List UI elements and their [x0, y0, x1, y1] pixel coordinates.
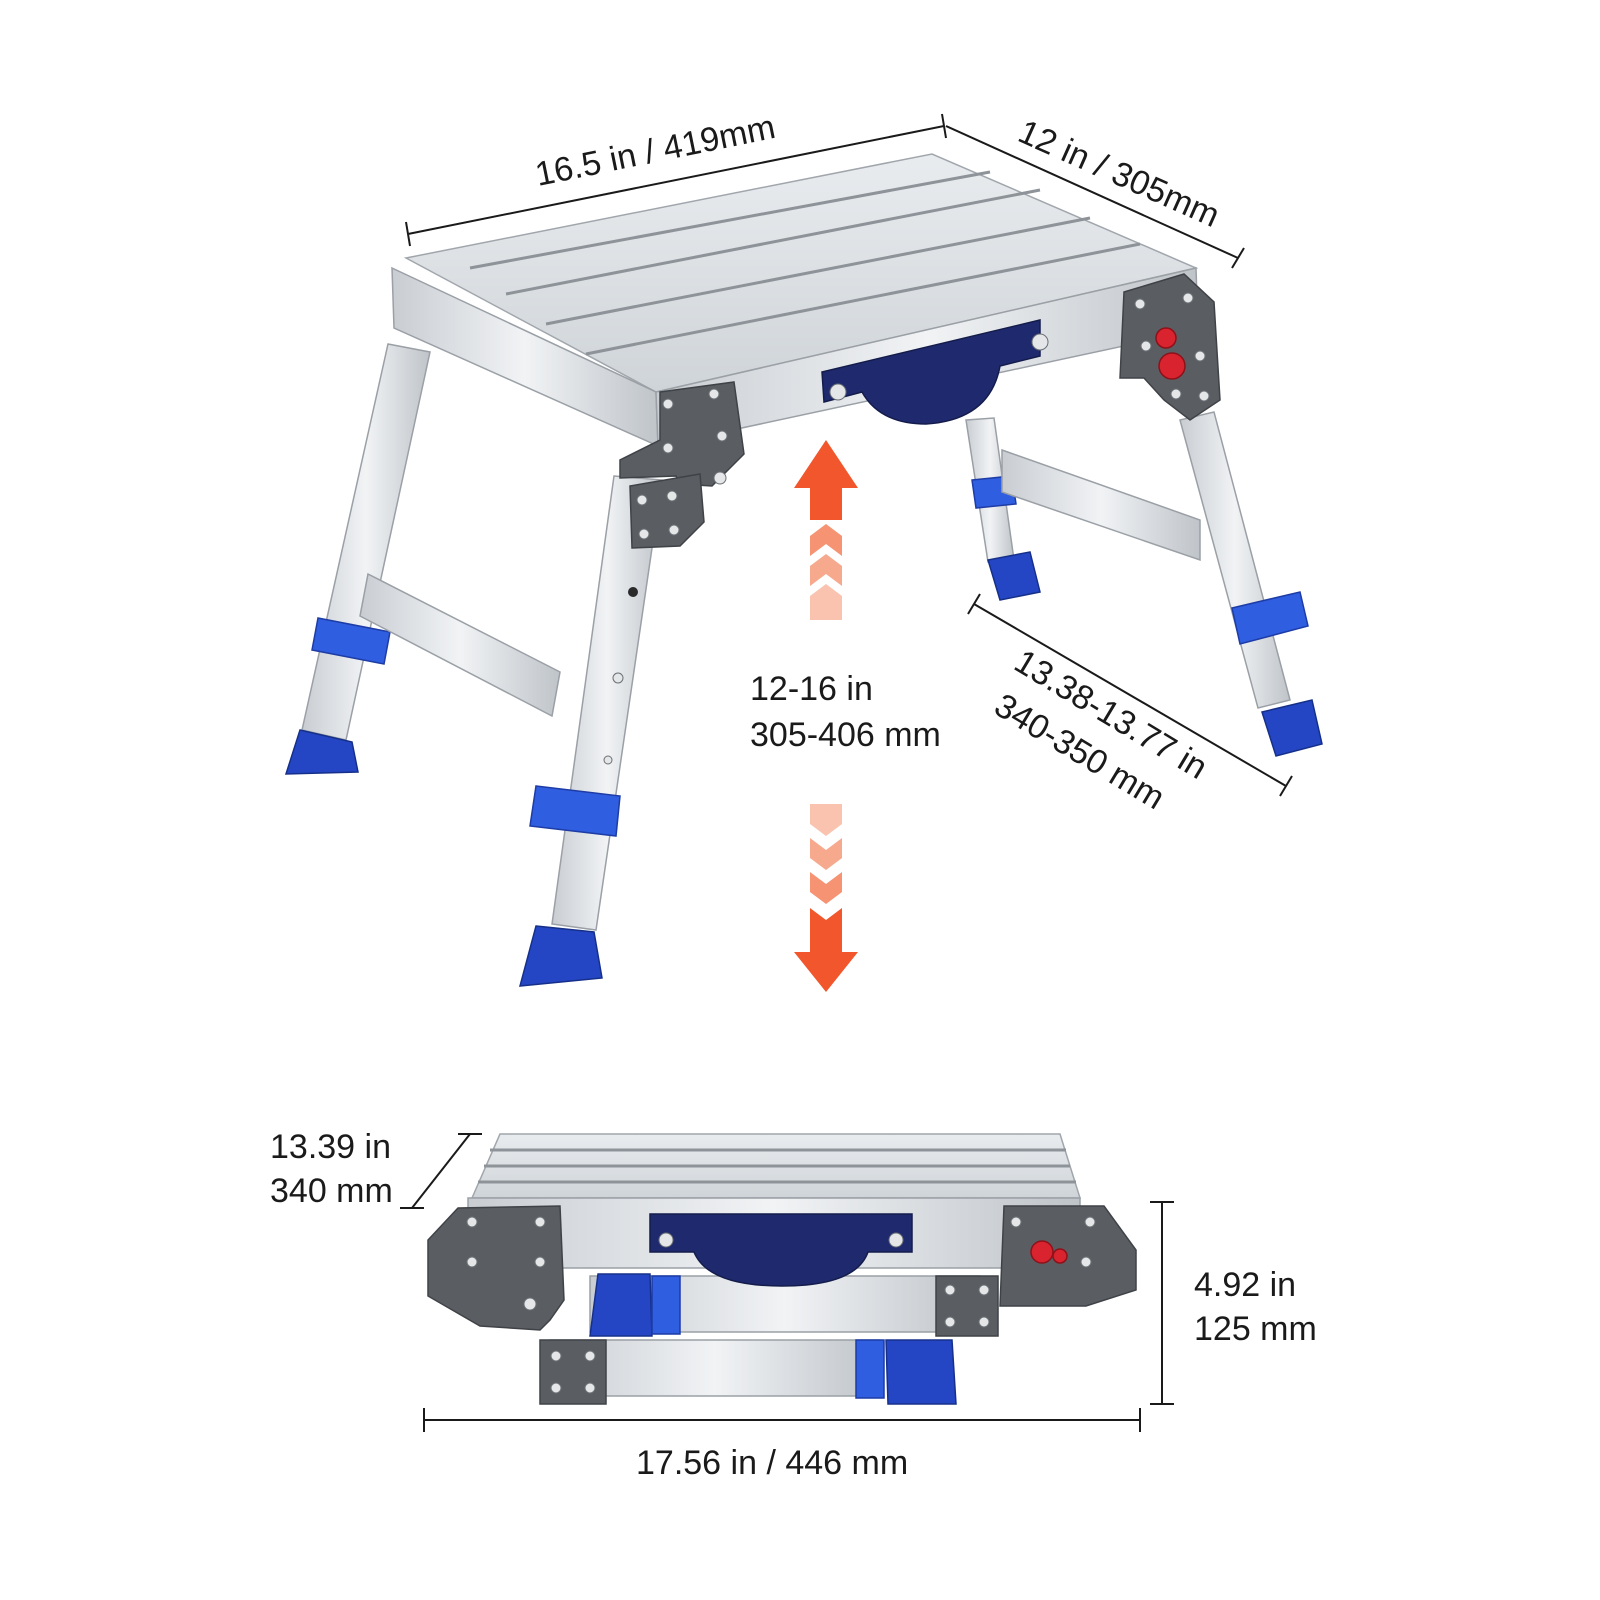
adjust-up-arrow-icon — [794, 440, 858, 620]
carry-strap — [821, 319, 1049, 425]
lock-knob-icon — [1155, 327, 1177, 349]
dimension-lines — [400, 113, 1293, 1432]
platform — [391, 153, 1199, 448]
folded-depth-mm-label: 340 mm — [270, 1172, 393, 1210]
folded-depth-in-label: 13.39 in — [270, 1128, 391, 1166]
folded-width-label: 17.56 in / 446 mm — [636, 1444, 908, 1482]
unfolded-step-stool — [284, 153, 1323, 987]
back-inner-leg — [965, 417, 1041, 601]
adjust-down-arrow-icon — [794, 804, 858, 992]
top-width-label: 16.5 in / 419mm — [532, 108, 778, 194]
adjustment-hole — [628, 587, 638, 597]
back-right-leg — [1179, 411, 1323, 757]
front-hinge-bracket — [619, 381, 745, 549]
height-range-mm-label: 305-406 mm — [750, 716, 941, 754]
front-crossbar — [359, 572, 561, 718]
front-left-leg — [284, 343, 431, 775]
folded-height-mm-label: 125 mm — [1194, 1310, 1317, 1348]
height-adjust-arrows — [794, 440, 858, 992]
folded-lock-knob-icon — [1030, 1240, 1054, 1264]
height-range-in-label: 12-16 in — [750, 670, 873, 708]
folded-height-in-label: 4.92 in — [1194, 1266, 1296, 1304]
folded-step-stool — [427, 1133, 1137, 1405]
folded-carry-strap — [649, 1213, 913, 1287]
front-right-leg — [518, 475, 663, 987]
back-crossbar — [1001, 448, 1201, 562]
back-hinge-bracket — [1119, 273, 1221, 421]
folded-right-hinge — [999, 1205, 1137, 1307]
